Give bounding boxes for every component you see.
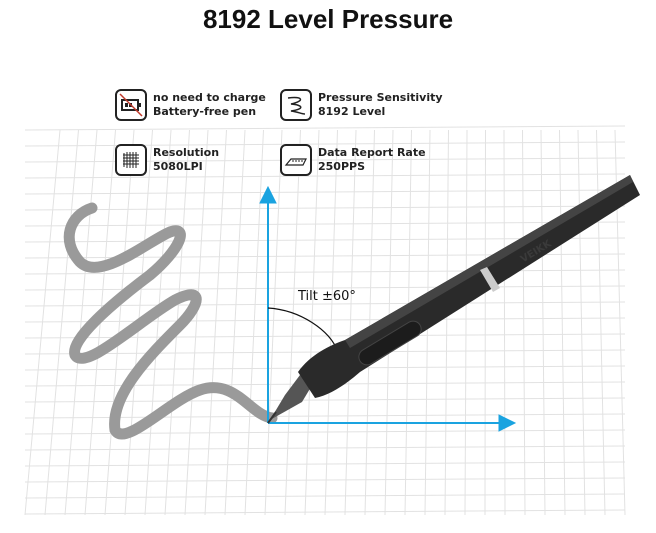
pen-stroke-squiggle: [63, 202, 278, 440]
tilt-label: Tilt ±60°: [298, 289, 356, 304]
page-title: 8192 Level Pressure: [202, 4, 454, 34]
pressure-squiggle-icon: [280, 89, 312, 121]
feature-line1: Pressure Sensitivity: [318, 91, 443, 104]
feature-line2: 8192 Level: [318, 105, 386, 118]
feature-line1: Resolution: [153, 146, 220, 159]
tilt-angle-arc: [267, 307, 339, 353]
axis-vertical: [259, 185, 277, 423]
axis-horizontal: [268, 414, 517, 432]
feature-line1: no need to charge: [153, 91, 266, 104]
resolution-grid-icon: [115, 144, 147, 176]
pen: VEIKK: [267, 175, 640, 424]
feature-line2: 250PPS: [318, 160, 366, 173]
feature-line1: Data Report Rate: [318, 146, 426, 159]
perspective-grid: [24, 125, 626, 516]
battery-crossed-icon: [115, 89, 147, 121]
feature-line2: Battery-free pen: [153, 105, 257, 118]
feature-line2: 5080LPI: [153, 160, 203, 173]
tablet-rate-icon: [280, 144, 312, 176]
